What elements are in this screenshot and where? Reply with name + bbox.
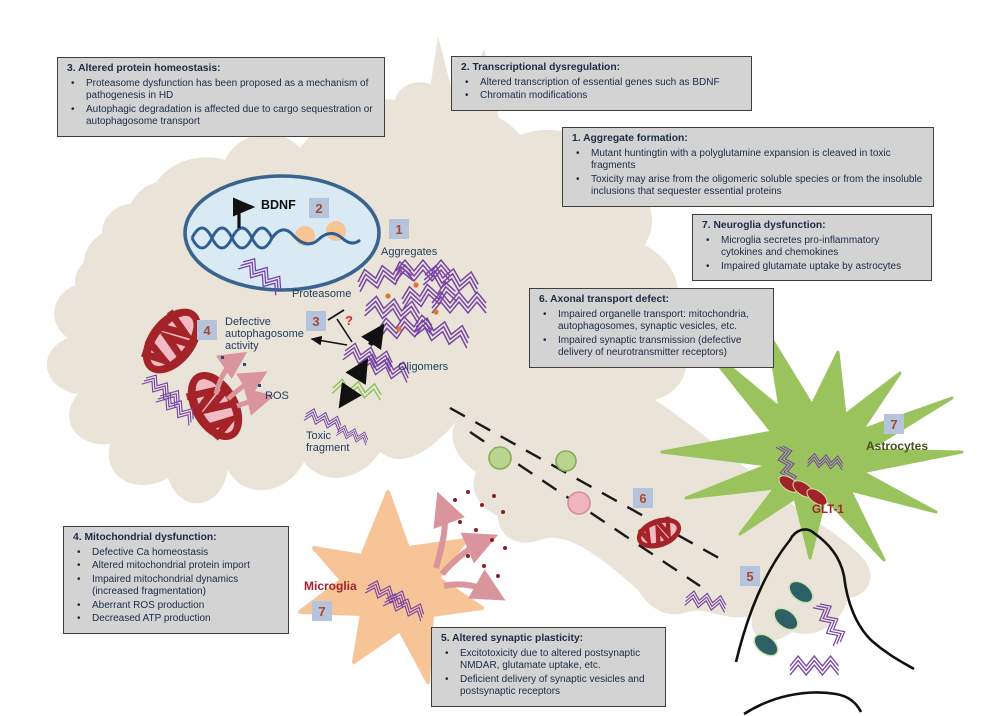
ros-arrow: [236, 388, 275, 416]
dna-strand-icon: [190, 226, 274, 250]
textbox-mitochondrial-dysfunction: 4. Mitochondrial dysfunction: Defective …: [63, 526, 289, 634]
astrocytes-label: Astrocytes: [866, 439, 929, 453]
nmdar-receptors: [753, 580, 814, 657]
box-bullet: Impaired synaptic transmission (defectiv…: [536, 335, 765, 360]
box-bullet: Microglia secretes pro-inflammatory cyto…: [699, 235, 923, 260]
aggregates-label: Aggregates: [381, 246, 438, 258]
box-title: 1. Aggregate formation:: [572, 133, 688, 144]
badge-7-astrocytes: 7: [884, 414, 904, 434]
aggregates-cluster: [354, 259, 487, 349]
nucleus: [183, 174, 381, 296]
box-bullet: Toxicity may arise from the oligomeric s…: [569, 174, 925, 199]
ros-arrow: [213, 351, 248, 395]
box-bullet: Chromatin modifications: [458, 90, 743, 103]
toxic-fragment-label: Toxic fragment: [306, 430, 350, 454]
ros-label: ROS: [265, 390, 289, 402]
aggregation-arrow: [345, 358, 369, 385]
synaptic-vesicle-icon: [488, 446, 512, 470]
textbox-synaptic-plasticity: 5. Altered synaptic plasticity: Excitoto…: [431, 627, 666, 707]
microtubule-dashed-line: [449, 406, 727, 564]
box-bullet: Impaired mitochondrial dynamics (increas…: [70, 574, 280, 599]
box-title: 5. Altered synaptic plasticity:: [441, 633, 584, 644]
cytokine-arrow: [439, 532, 499, 576]
textbox-neuroglia-dysfunction: 7. Neuroglia dysfunction: Microglia secr…: [692, 214, 932, 282]
mutant-huntingtin-icon: [789, 655, 840, 676]
postsynaptic-membrane: [743, 691, 863, 716]
box-bullet: Excitotoxicity due to altered postsynapt…: [438, 648, 657, 673]
microglia-cell: [298, 490, 507, 684]
cytokine-arrow: [443, 569, 506, 601]
box-title: 3. Altered protein homeostasis:: [67, 63, 221, 74]
autophagy-arrow: [310, 335, 348, 346]
box-bullet: Altered transcription of essential genes…: [458, 77, 743, 90]
endosome-vesicle-icon: [567, 491, 591, 515]
question-mark-label: ?: [345, 313, 353, 328]
box-title: 7. Neuroglia dysfunction:: [702, 220, 826, 231]
badge-2-transcription: 2: [309, 198, 329, 218]
box-bullet: Altered mitochondrial protein import: [70, 560, 280, 573]
textbox-axonal-transport: 6. Axonal transport defect: Impaired org…: [529, 288, 774, 368]
badge-5-synapse: 5: [740, 566, 760, 586]
cytokine-particles: [453, 490, 507, 578]
textbox-transcriptional-dysregulation: 2. Transcriptional dysregulation: Altere…: [451, 56, 752, 111]
aggregation-arrow: [361, 323, 385, 351]
box-bullet: Mutant huntingtin with a polyglutamine e…: [569, 148, 925, 173]
badge-7-microglia: 7: [312, 601, 332, 621]
inhibition-t-bar: [327, 309, 345, 321]
textbox-aggregate-formation: 1. Aggregate formation: Mutant huntingti…: [562, 127, 934, 207]
box-bullet: Impaired organelle transport: mitochondr…: [536, 309, 765, 334]
postsynaptic-neuron: [684, 528, 915, 716]
box-bullet: Deficient delivery of synaptic vesicles …: [438, 674, 657, 699]
badge-6-axonal-transport: 6: [633, 488, 653, 508]
mitochondria-group: [131, 298, 275, 450]
textbox-protein-homeostasis: 3. Altered protein homeostasis: Proteaso…: [57, 57, 385, 137]
aggregation-pathway: [303, 259, 487, 446]
box-title: 4. Mitochondrial dysfunction:: [73, 532, 217, 543]
astrocyte-cell: [660, 331, 964, 562]
oligomers-label: Oligomers: [398, 361, 449, 373]
proteasome-label: Proteasome: [292, 288, 352, 300]
axon-transport: [449, 406, 727, 587]
badge-1-aggregates: 1: [389, 219, 409, 239]
glt1-transporters: [778, 475, 828, 506]
badge-4-mitochondria: 4: [197, 320, 217, 340]
cytokine-arrow: [433, 491, 465, 569]
box-bullet: Decreased ATP production: [70, 613, 280, 626]
box-bullet: Autophagic degradation is affected due t…: [64, 104, 376, 129]
glt1-label: GLT-1: [812, 504, 844, 516]
box-bullet: Defective Ca homeostasis: [70, 547, 280, 560]
ros-arrow: [226, 371, 268, 401]
badge-3-proteostasis: 3: [306, 311, 326, 331]
box-title: 6. Axonal transport defect:: [539, 294, 670, 305]
box-bullet: Impaired glutamate uptake by astrocytes: [699, 261, 923, 274]
bdnf-label: BDNF: [261, 198, 296, 212]
proteasome-inhibition-line: [336, 318, 353, 343]
transcription-start-arrow: [232, 197, 256, 228]
box-bullet: Proteasome dysfunction has been proposed…: [64, 78, 376, 103]
box-bullet: Aberrant ROS production: [70, 600, 280, 613]
defective-autophagosome-label: Defective autophagosome activity: [225, 316, 304, 352]
microglia-label: Microglia: [304, 579, 357, 593]
postsynaptic-membrane: [734, 528, 915, 671]
cleavage-arrow: [338, 381, 362, 409]
box-title: 2. Transcriptional dysregulation:: [461, 62, 621, 73]
synaptic-vesicle-icon: [555, 450, 577, 472]
